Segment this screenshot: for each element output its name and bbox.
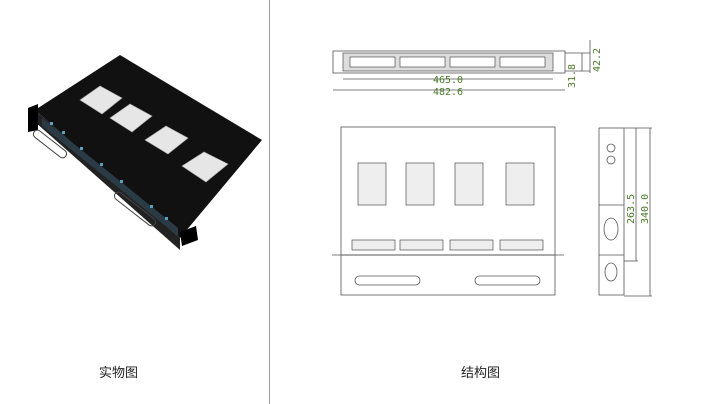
depth-outer-label: 340.0	[640, 194, 651, 224]
top-view	[332, 126, 564, 296]
product-photo	[28, 55, 262, 250]
structure-drawing: 465.0 482.6 31.8 42.2 263.5 340.0	[332, 40, 652, 297]
photo-caption: 实物图	[99, 366, 139, 381]
structure-caption: 结构图	[461, 366, 501, 381]
side-view: 263.5 340.0	[598, 127, 652, 297]
depth-inner-label: 263.5	[626, 194, 637, 224]
panel-divider	[269, 0, 270, 404]
inner-width-label: 465.0	[433, 75, 463, 86]
front-view: 465.0 482.6 31.8 42.2	[332, 40, 603, 98]
height-inner-label: 31.8	[567, 64, 578, 88]
height-outer-label: 42.2	[592, 48, 603, 72]
outer-width-label: 482.6	[433, 87, 463, 98]
